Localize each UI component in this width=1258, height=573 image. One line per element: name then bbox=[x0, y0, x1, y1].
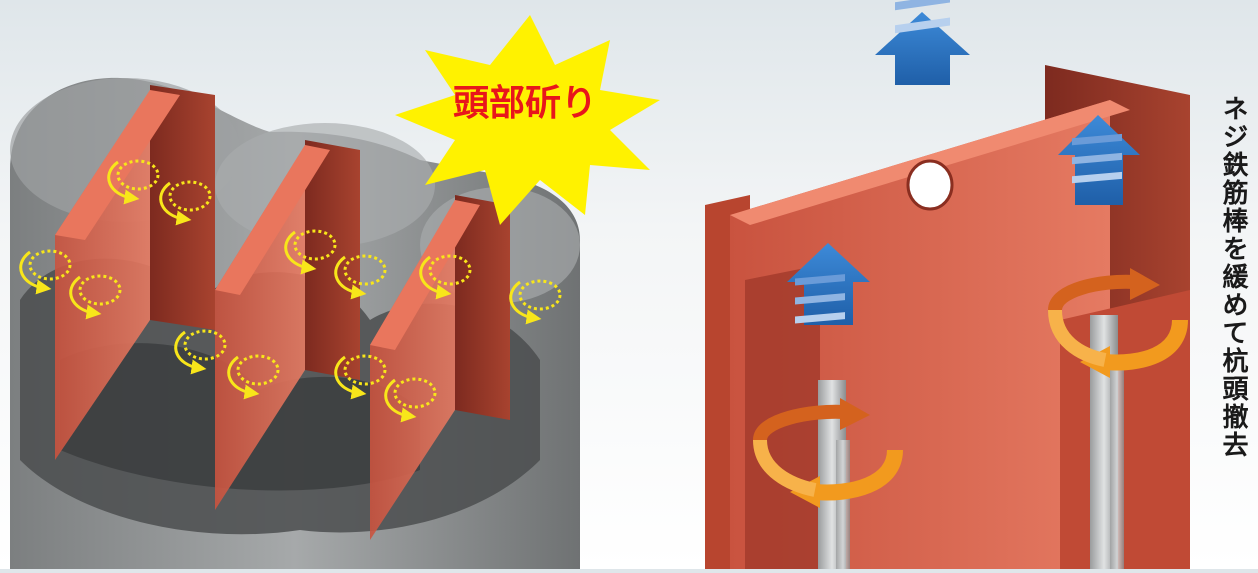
swirl-icon bbox=[419, 254, 472, 300]
h-steel-left-1 bbox=[55, 85, 215, 460]
swirl-icon bbox=[334, 354, 387, 400]
swirl-icon bbox=[69, 274, 122, 320]
rotate-icon bbox=[753, 398, 903, 508]
swirl-icon bbox=[509, 279, 562, 325]
burst-badge bbox=[395, 15, 660, 225]
lift-arrow-icon bbox=[1058, 115, 1140, 205]
burst-label: 頭部斫り bbox=[453, 83, 597, 124]
vertical-caption: ネジ鉄筋棒を緩めて杭頭撤去 bbox=[1218, 95, 1248, 459]
swirl-icon bbox=[174, 329, 227, 375]
swirl-icon bbox=[284, 229, 337, 275]
swirl-icon bbox=[19, 249, 72, 295]
swirl-icon bbox=[384, 377, 437, 423]
loosen-swirls bbox=[19, 159, 562, 423]
swirl-icon bbox=[334, 254, 387, 300]
h-steel-left-2 bbox=[215, 140, 360, 510]
lift-arrow-icon bbox=[875, 0, 970, 85]
swirl-icon bbox=[159, 180, 212, 226]
swirl-icon bbox=[227, 354, 280, 400]
h-steel-left-3 bbox=[370, 195, 510, 540]
rotate-icon bbox=[1048, 268, 1188, 378]
swirl-icon bbox=[107, 159, 160, 205]
lift-arrow-icon bbox=[787, 243, 870, 325]
